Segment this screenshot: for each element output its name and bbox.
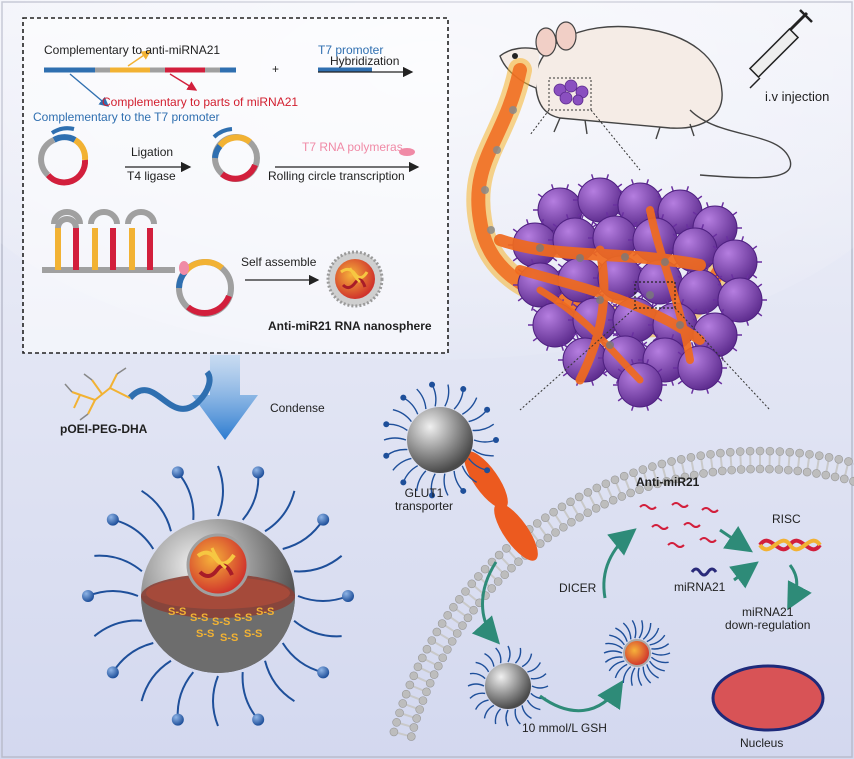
- t7-polymerase-icon: [399, 148, 415, 156]
- label-complementary-anti-mirna21: Complementary to anti-miRNA21: [44, 43, 221, 57]
- ligated-circle-template: [212, 127, 260, 182]
- label-complementary-parts-mirna21: Complementary to parts of miRNA21: [102, 95, 299, 109]
- label-polymer: pOEI-PEG-DHA: [60, 422, 148, 436]
- label-t7-rna-polymeras: T7 RNA polymeras: [302, 140, 403, 154]
- label-hybridization: Hybridization: [330, 54, 400, 68]
- label-rolling-circle: Rolling circle transcription: [268, 169, 405, 183]
- nucleus: [711, 664, 825, 732]
- label-complementary-t7: Complementary to the T7 promoter: [33, 110, 220, 124]
- endocytosed-nanoparticle: [467, 645, 549, 727]
- label-anti-mir21: Anti-miR21: [636, 475, 700, 489]
- label-dicer: DICER: [559, 581, 597, 595]
- label-condense: Condense: [270, 401, 325, 415]
- risc-helix: [758, 538, 822, 552]
- syringe-icon: [748, 9, 813, 89]
- mirna21-strand: [690, 567, 718, 577]
- anti-mir21-strands: [639, 502, 719, 548]
- disulfide-bond: S-S: [196, 628, 215, 640]
- label-iv-injection: i.v injection: [765, 89, 830, 104]
- glut1-transporter: [464, 451, 538, 561]
- rna-nanosphere-icon: [326, 250, 384, 308]
- disulfide-bond: S-S: [190, 612, 209, 624]
- disulfide-bond: S-S: [168, 606, 187, 618]
- released-nanosphere: [603, 619, 671, 687]
- polyplex-nanoparticle: [141, 519, 295, 673]
- label-nanosphere: Anti-miR21 RNA nanosphere: [268, 319, 432, 333]
- label-plus: +: [272, 62, 280, 76]
- disulfide-bond: S-S: [234, 612, 253, 624]
- label-glut1-transporter: GLUT1 transporter: [395, 486, 454, 514]
- extracellular-nanoparticle: [383, 381, 499, 499]
- label-t7-promoter: T7 promoter: [318, 43, 384, 57]
- hairpin-rna-product: [42, 209, 175, 273]
- label-t4-ligase: T4 ligase: [127, 169, 176, 183]
- label-downregulation: miRNA21 down-regulation: [725, 605, 811, 633]
- peg-corona: [82, 465, 354, 727]
- open-circle-template: [38, 126, 89, 186]
- label-nucleus: Nucleus: [740, 736, 784, 750]
- label-risc: RISC: [772, 512, 801, 526]
- tumor-vessels: [494, 206, 706, 385]
- synthesis-box: [22, 17, 449, 354]
- label-ligation: Ligation: [131, 145, 174, 159]
- disulfide-bond: S-S: [220, 632, 239, 644]
- disulfide-bond: S-S: [256, 606, 275, 618]
- condense-arrow: [192, 355, 258, 440]
- label-self-assemble: Self assemble: [241, 255, 317, 269]
- label-mirna21: miRNA21: [674, 580, 726, 594]
- uptake-arrows: [471, 526, 812, 713]
- label-gsh: 10 mmol/L GSH: [522, 721, 607, 735]
- disulfide-bond: S-S: [244, 628, 263, 640]
- mouse-illustration: [499, 21, 792, 179]
- disulfide-bond: S-S: [212, 616, 231, 628]
- polymer-icon: [64, 367, 213, 421]
